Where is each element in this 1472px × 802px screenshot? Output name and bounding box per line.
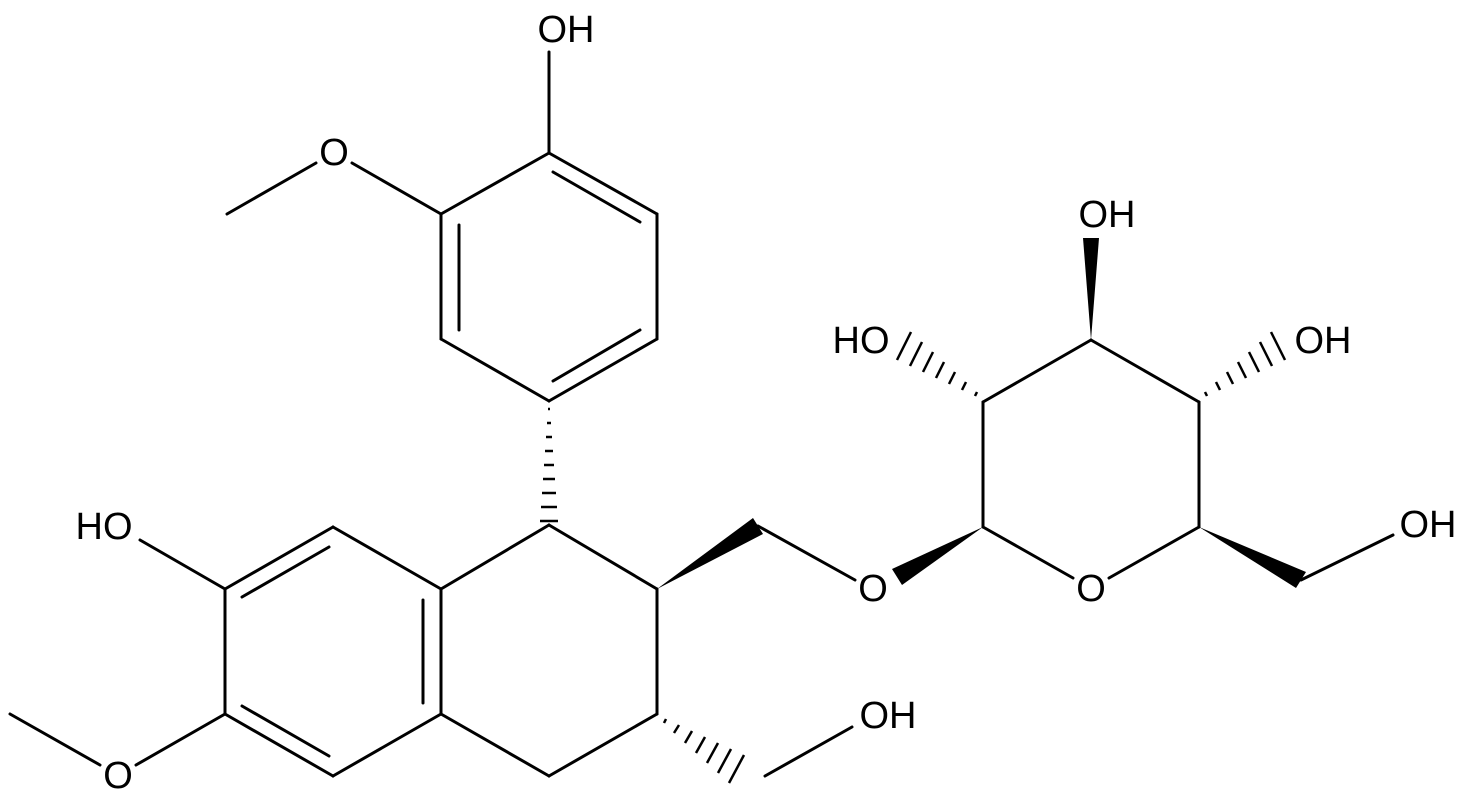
hash-line [694,736,707,754]
tetralin-ring [439,523,659,778]
bond [439,712,551,778]
hash-line [1214,381,1222,391]
hash-line [934,361,946,379]
hash-bond-sugar-c5 [1203,331,1287,397]
aryl-ring-bottom [223,525,443,778]
bond [1299,533,1395,582]
hash-bond-c3 [662,718,746,784]
bond [8,712,102,767]
bond [223,525,335,591]
bond [756,524,857,582]
sugar-oh-c5-label: OH [1295,320,1352,362]
wedge-bond-c5-ch2 [1199,527,1306,588]
hash-bond-c1-aryl [540,407,558,523]
double-bond-inner [551,170,642,224]
bond [439,337,551,403]
glycosidic-o-label: O [858,568,888,610]
hash-line [683,730,694,744]
hash-line [1203,391,1209,397]
bond [981,338,1093,404]
hash-line [895,331,913,361]
bond [763,725,854,778]
hash-line [947,371,957,385]
methoxy-o-label-top: O [319,132,349,174]
wedge-bond-c4 [1083,238,1099,340]
double-bond-inner [551,328,642,383]
hash-bond-sugar-c3 [895,331,979,397]
hash-line [921,351,935,373]
hash-line [960,381,968,391]
bond [547,712,659,778]
wedge-bond-anomeric [892,527,983,585]
hash-line [672,724,681,734]
ch2oh-oh-label: OH [860,695,917,737]
hash-line [705,742,720,764]
bond [223,712,335,778]
hash-line [662,718,668,724]
methoxy-o-label-bottom: O [103,755,133,797]
bond [439,151,551,216]
bond [981,525,1075,580]
bond [439,523,551,591]
sugar-oh-c4-label: OH [1079,194,1136,236]
hash-line [908,341,924,367]
hash-line [727,754,746,784]
bond [547,337,659,403]
hash-line [1247,351,1261,373]
hash-line [1269,331,1287,361]
hash-line [1225,371,1235,385]
pyranose-ring [981,338,1201,580]
hash-line [1258,341,1274,367]
sugar-ch2oh-label: OH [1400,504,1457,546]
bond [134,712,227,767]
bond [225,161,318,216]
bond [547,151,659,216]
hash-line [716,748,733,774]
naph-oh-label: HO [76,506,133,548]
bond [1107,525,1201,580]
sugar-oh-c3-label: HO [833,320,890,362]
ring-o-label: O [1076,568,1106,610]
bond [331,712,443,778]
double-bond-inner [240,704,331,758]
hash-line [1236,361,1248,379]
phenol-oh-label: OH [538,9,595,51]
bond [1089,338,1201,404]
double-bond-inner [240,545,331,599]
wedge-bond-c2 [657,518,763,589]
bond [547,523,659,591]
aryl-ring-top [439,151,659,403]
hash-line [973,391,979,397]
bond [331,525,443,591]
bond [138,538,227,591]
bond [350,161,443,216]
